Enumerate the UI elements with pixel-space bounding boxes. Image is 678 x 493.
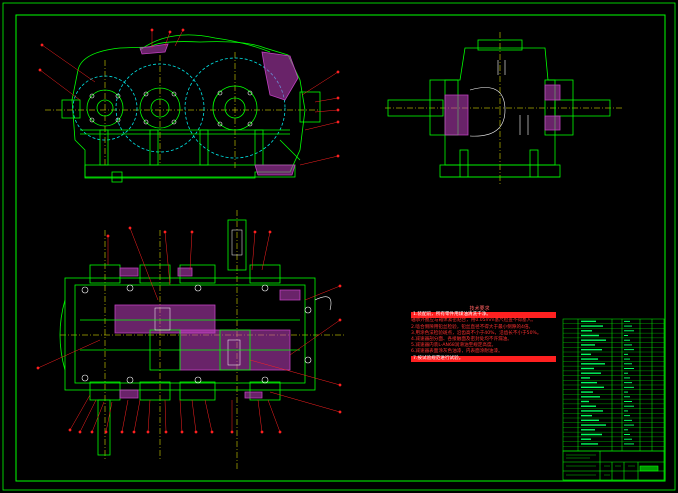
top-view: [59, 210, 345, 470]
note-line-5: 4.减速器剖分面、各接触面及密封处均不许漏油。: [411, 337, 512, 343]
note-line-7: 6.减速器表面涂灰色油漆，内表面涂耐油漆。: [411, 349, 503, 355]
note-line-2: 轴承外圈应与箱体紧密贴合，用0.05mm塞尺检查不得塞入。: [411, 318, 536, 324]
note-line-6: 5.减速器内装L-AN68润滑油至规定高度。: [411, 343, 497, 349]
top-view-leaders: [36, 226, 342, 434]
technical-requirements: 技术要求 1.装配前，所有零件用煤油清洗干净。 轴承外圈应与箱体紧密贴合，用0.…: [411, 306, 556, 362]
note-line-8: 7.按试验规范进行试验。: [411, 355, 556, 362]
front-view-leaders: [38, 28, 340, 166]
front-view: [45, 34, 321, 183]
note-line-1: 1.装配前，所有零件用煤油清洗干净。: [411, 312, 556, 319]
note-line-4: 3.用涂色法检验斑点，沿齿高不小于40%，沿齿长不小于50%。: [411, 330, 542, 336]
title-block: [562, 450, 665, 481]
note-line-3: 2.啮合侧隙用铅丝检验，铅丝直径不得大于最小侧隙的4倍。: [411, 324, 534, 330]
parts-list-rows: [563, 320, 664, 447]
side-view: [385, 32, 622, 185]
technical-requirements-title: 技术要求: [469, 306, 490, 312]
inner-frame: [15, 14, 666, 482]
